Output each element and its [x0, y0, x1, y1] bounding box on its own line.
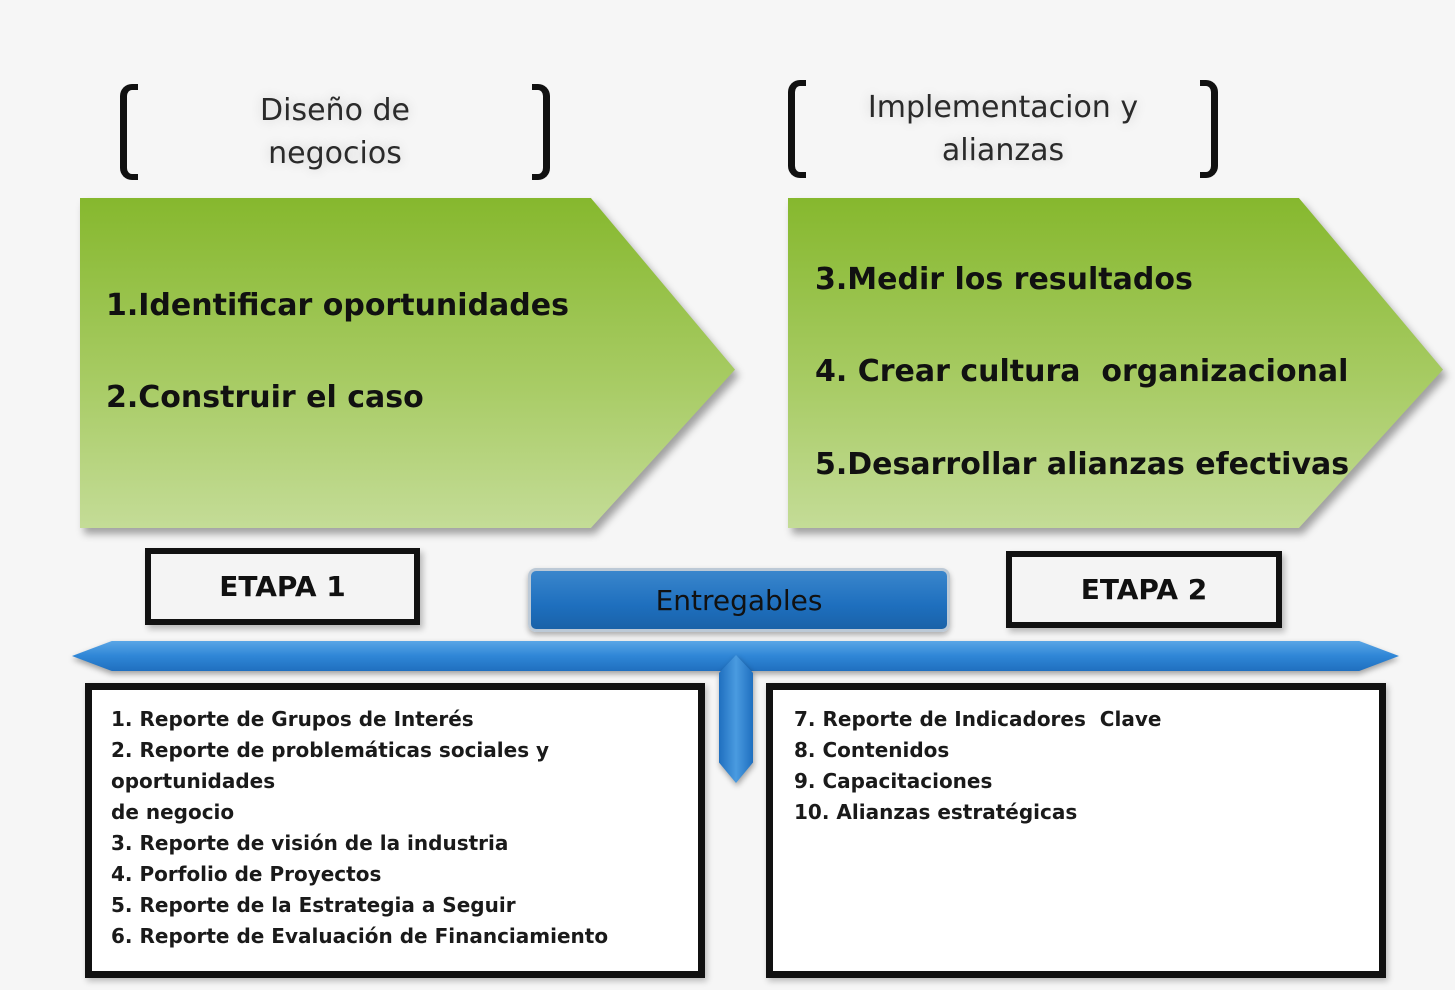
left-bracket: [788, 80, 806, 178]
right-bracket: [1200, 80, 1218, 178]
phase-title-line-1: Implementacion y: [867, 90, 1139, 125]
phase-title-line-2: alianzas: [941, 133, 1065, 168]
list-item: 2. Reporte de problemáticas sociales y o…: [111, 738, 550, 793]
list-item: 4. Porfolio de Proyectos: [111, 862, 382, 886]
phase-header-implementation: Implementacion y alianzas: [788, 80, 1218, 178]
timeline-stem: [719, 655, 753, 783]
phase-title-implementation: Implementacion y alianzas: [798, 86, 1208, 172]
list-item: 9. Capacitaciones: [794, 769, 993, 793]
stage-2-chevron: [788, 198, 1443, 528]
list-item: 6. Reporte de Evaluación de Financiamien…: [111, 924, 609, 948]
stage-2-deliverables-box: 7. Reporte de Indicadores Clave 8. Conte…: [766, 683, 1386, 978]
timeline-stem-shape: [719, 655, 753, 783]
stage-1-chevron: [80, 198, 735, 528]
chevron-shape: [80, 198, 735, 528]
chevron-shape: [788, 198, 1443, 528]
list-item: de negocio: [111, 800, 235, 824]
list-item: 8. Contenidos: [794, 738, 950, 762]
left-bracket: [120, 84, 138, 180]
stage-2-label: ETAPA 2: [1006, 551, 1282, 628]
phase-title-design: Diseño de negocios: [260, 93, 410, 171]
stage-1-deliverables-box: 1. Reporte de Grupos de Interés 2. Repor…: [85, 683, 705, 978]
list-item: 1. Reporte de Grupos de Interés: [111, 707, 474, 731]
deliverables-label: Entregables: [528, 568, 950, 632]
stage-1-label: ETAPA 1: [145, 548, 420, 625]
stage-2-deliverables-list: 7. Reporte de Indicadores Clave 8. Conte…: [773, 690, 1379, 828]
stage-1-deliverables-list: 1. Reporte de Grupos de Interés 2. Repor…: [92, 690, 698, 952]
stage-2-step-3: 3.Medir los resultados: [815, 262, 1193, 297]
list-item: 7. Reporte de Indicadores Clave: [794, 707, 1162, 731]
list-item: 10. Alianzas estratégicas: [794, 800, 1078, 824]
phase-header-design: Diseño de negocios: [120, 84, 550, 180]
list-item: 5. Reporte de la Estrategia a Seguir: [111, 893, 516, 917]
right-bracket: [532, 84, 550, 180]
stage-2-step-5: 5.Desarrollar alianzas efectivas: [815, 447, 1350, 482]
list-item: 3. Reporte de visión de la industria: [111, 831, 509, 855]
stage-1-step-2: 2.Construir el caso: [106, 380, 424, 415]
stage-1-step-1: 1.Identificar oportunidades: [106, 288, 569, 323]
stage-2-step-4: 4. Crear cultura organizacional: [815, 354, 1349, 389]
